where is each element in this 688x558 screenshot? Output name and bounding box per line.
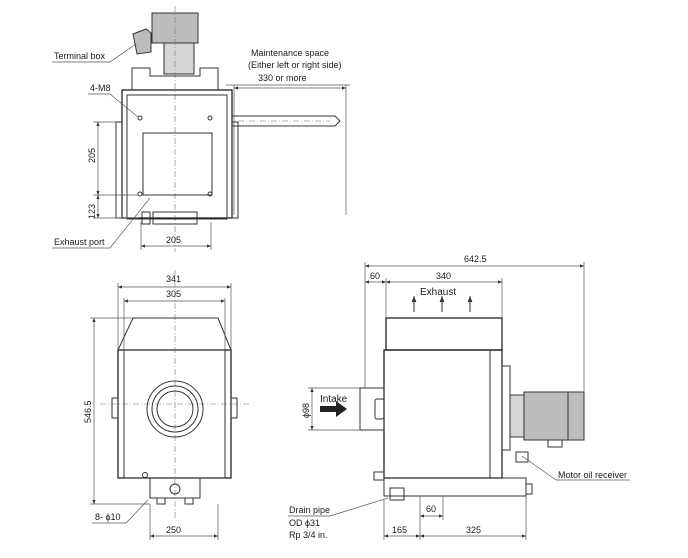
- front-view: 341 305 546.5 250 8- ϕ10: [83, 270, 250, 540]
- motor-neck: [163, 42, 195, 75]
- dim-123-v-text: 123: [87, 204, 97, 219]
- dim-98-text: ϕ98: [301, 403, 311, 418]
- top-housing: [121, 89, 233, 219]
- bolt-leader: [109, 93, 139, 118]
- front-body: [117, 349, 232, 479]
- dim-546-text: 546.5: [83, 400, 93, 423]
- dim-165-text: 165: [392, 525, 407, 535]
- bolt-hole: [137, 191, 143, 197]
- front-intake-mid: [151, 385, 199, 433]
- motor-foot: [547, 439, 563, 448]
- side-intake: [359, 387, 385, 431]
- dim-60-bottom-text: 60: [426, 504, 436, 514]
- front-left-handle: [111, 397, 119, 419]
- drain-label-3: Rp 3/4 in.: [289, 530, 328, 540]
- side-base-end: [525, 483, 533, 495]
- dim-205-v-text: 205: [87, 148, 97, 163]
- holes-leader: [125, 499, 149, 524]
- motor-bracket: [131, 67, 219, 90]
- front-hood: [117, 317, 232, 351]
- top-cover-plate: [142, 132, 213, 196]
- dim-341-text: 341: [166, 274, 181, 284]
- maintenance-handle: [232, 115, 341, 127]
- terminal-box-shape: [132, 28, 152, 55]
- bolt-spec-label: 4-M8: [90, 83, 111, 93]
- oil-receiver-label: Motor oil receiver: [558, 470, 627, 480]
- exhaust-port-label: Exhaust port: [54, 237, 105, 247]
- top-view: Terminal box 4-M8 Maintenance space (Eit…: [52, 6, 350, 252]
- exhaust-label: Exhaust: [420, 287, 456, 298]
- drain-leader: [329, 497, 389, 517]
- maintenance-dim-label: 330 or more: [258, 73, 307, 83]
- front-foot-r: [184, 497, 194, 505]
- top-right-flange: [231, 121, 239, 219]
- drain-fitting: [389, 487, 405, 501]
- side-body: [383, 349, 503, 479]
- bolt-hole: [137, 115, 143, 121]
- dim-205-h-text: 205: [166, 235, 181, 245]
- intake-label: Intake: [320, 394, 348, 405]
- side-view: 642.5 60 340 Exhaust Intake ϕ98 Motor oi…: [288, 254, 630, 540]
- front-drain-nut: [142, 472, 148, 478]
- oil-leader: [521, 455, 557, 481]
- maintenance-label-1: Maintenance space: [251, 48, 329, 58]
- top-housing-inner: [126, 94, 228, 220]
- side-intake-lip: [374, 398, 385, 420]
- front-drain-pipe: [169, 483, 181, 495]
- front-right-handle: [230, 397, 238, 419]
- front-foot-l: [156, 497, 166, 505]
- oil-receiver: [515, 451, 529, 463]
- dim-340-text: 340: [436, 271, 451, 281]
- dim-60-top-text: 60: [370, 271, 380, 281]
- exhaust-port-shape: [152, 211, 198, 225]
- top-left-flange: [115, 121, 123, 219]
- front-intake-inner: [156, 390, 194, 428]
- motor-body: [523, 391, 585, 441]
- terminal-box-label: Terminal box: [54, 51, 106, 61]
- front-intake-outer: [146, 380, 204, 438]
- front-base: [149, 477, 201, 499]
- intake-arrow: [320, 401, 347, 417]
- bolt-hole: [207, 191, 213, 197]
- dim-250-text: 250: [166, 525, 181, 535]
- dim-642-text: 642.5: [464, 254, 487, 264]
- bolt-hole: [207, 115, 213, 121]
- side-flange: [501, 365, 511, 451]
- drain-stub: [373, 471, 385, 481]
- front-body-inner: [123, 349, 226, 479]
- exhaust-port-tab: [141, 211, 151, 225]
- dim-325-text: 325: [466, 525, 481, 535]
- holes-label: 8- ϕ10: [95, 512, 121, 522]
- terminal-leader: [109, 43, 137, 63]
- exhaust-leader: [109, 197, 151, 249]
- dim-305-text: 305: [166, 289, 181, 299]
- motor-adapter: [509, 394, 525, 438]
- maintenance-label-2: (Either left or right side): [248, 60, 342, 70]
- drain-label-1: Drain pipe: [289, 505, 330, 515]
- drain-label-2: OD ϕ31: [289, 518, 320, 528]
- side-base: [383, 477, 527, 497]
- side-top-cover: [385, 317, 503, 351]
